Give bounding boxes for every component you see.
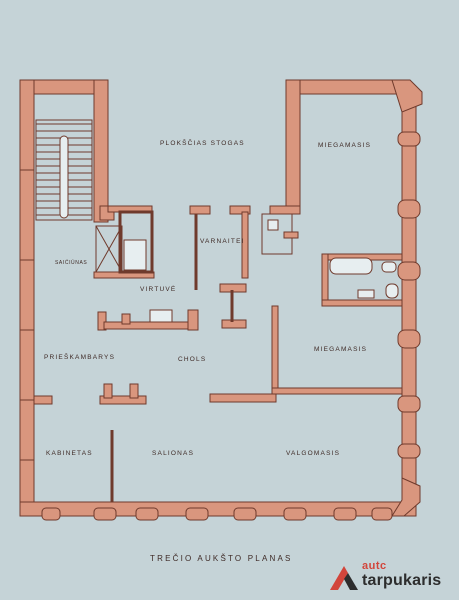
plan-title: TREČIO AUKŠTO PLANAS: [150, 554, 293, 563]
bath-wall: [321, 299, 403, 307]
pilaster: [185, 507, 209, 521]
bedroom-walls: [271, 305, 403, 395]
kitchen-stove: [123, 239, 147, 271]
partition: [283, 231, 299, 239]
watermark-line1: autc: [362, 560, 387, 572]
partition: [271, 387, 403, 395]
pilaster: [397, 131, 421, 147]
kitchen-sink: [149, 309, 173, 323]
staircase: [35, 119, 93, 221]
east-pilasters: [397, 131, 421, 459]
partition: [229, 205, 251, 215]
pilaster: [41, 507, 61, 521]
north-wall-right: [285, 79, 399, 95]
pilaster: [283, 507, 307, 521]
basin: [267, 219, 279, 231]
stair-well: [35, 119, 93, 221]
watermark-logo: autc tarpukaris: [330, 560, 455, 596]
room-label-hall: CHOLS: [178, 356, 207, 363]
room-label-dining-room: VALGOMASIS: [286, 450, 341, 457]
kitchen-counter: [103, 321, 199, 330]
room-label-side-room: SAIĆIŪNAS: [55, 260, 88, 266]
bathtub: [329, 257, 373, 275]
corner-se: [391, 477, 421, 517]
triangle-right-icon: [344, 573, 358, 590]
partition: [209, 393, 277, 403]
stair-handrail: [59, 135, 69, 219]
pilaster: [333, 507, 357, 521]
partition: [271, 305, 279, 393]
west-wall: [19, 79, 35, 513]
partition: [189, 205, 211, 215]
south-wall: [19, 501, 417, 517]
pilaster: [397, 443, 421, 459]
toilet: [385, 283, 399, 299]
bay-wall-left: [285, 79, 301, 211]
column: [103, 383, 113, 399]
partition: [269, 205, 301, 215]
kitchen-counter-wall: [97, 311, 107, 331]
partition: [99, 395, 147, 405]
bathroom-sink: [381, 261, 397, 273]
bath-wall: [321, 253, 329, 305]
room-label-bedroom-middle: MIEGAMASIS: [314, 346, 368, 353]
column: [129, 383, 139, 399]
room-label-dressing-room: VARNAITEI: [200, 238, 245, 245]
pilaster: [397, 261, 421, 281]
partition: [33, 395, 53, 405]
pilaster: [397, 199, 421, 219]
pilaster: [93, 507, 117, 521]
room-label-study: KABINETAS: [46, 450, 93, 457]
room-label-bedroom-top: MIEGAMASIS: [318, 142, 372, 149]
stair-wall: [93, 79, 109, 223]
room-label-salon: SALIONAS: [152, 450, 195, 457]
column: [221, 319, 247, 329]
pilaster: [233, 507, 257, 521]
watermark-line2: tarpukaris: [362, 572, 442, 589]
pantry-cross: [95, 225, 123, 273]
south-pilasters: [41, 507, 393, 521]
pantry: [95, 225, 123, 273]
watermark-triangle-icon: [330, 566, 358, 590]
door-post: [121, 313, 131, 325]
room-label-entrance-hall: PRIEŠKAMBARYS: [44, 354, 116, 361]
kitchen-wall: [118, 210, 154, 274]
partition: [241, 211, 249, 279]
pilaster: [135, 507, 159, 521]
pilaster: [397, 395, 421, 413]
pilaster: [371, 507, 393, 521]
west-windows: [20, 169, 34, 461]
service-block: [93, 205, 199, 331]
room-label-flat-roof: PLOKŠČIAS STOGAS: [160, 140, 245, 147]
central-walls: [189, 205, 301, 329]
hall-walls: [33, 383, 277, 502]
bidet: [357, 289, 375, 299]
pilaster: [397, 329, 421, 349]
room-label-kitchen: VIRTUVĖ: [140, 286, 177, 293]
triangle-left-icon: [330, 566, 348, 590]
corner-ne: [391, 79, 423, 113]
bathroom: [321, 253, 403, 307]
kitchen-pier: [187, 309, 199, 331]
